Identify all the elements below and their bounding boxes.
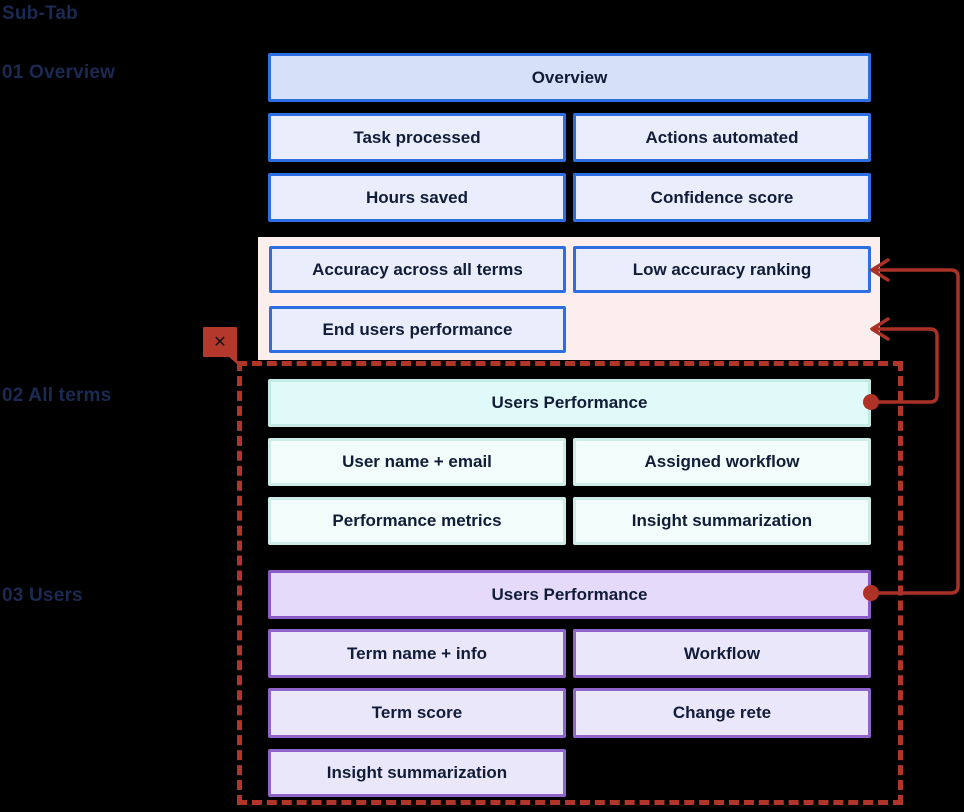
connector-dot-allterms xyxy=(863,394,879,410)
node-confidence-score: Confidence score xyxy=(573,173,871,222)
node-term-score: Term score xyxy=(268,688,566,738)
node-change-rete: Change rete xyxy=(573,688,871,738)
label-01-overview: 01 Overview xyxy=(2,62,116,83)
label-02-all-terms: 02 All terms xyxy=(2,385,112,406)
node-hours-saved: Hours saved xyxy=(268,173,566,222)
label-sub-tab: Sub-Tab xyxy=(2,3,78,24)
node-user-name-email: User name + email xyxy=(268,438,566,486)
node-low-accuracy-ranking: Low accuracy ranking xyxy=(573,246,871,293)
node-task-processed: Task processed xyxy=(268,113,566,162)
label-03-users: 03 Users xyxy=(2,585,83,606)
close-icon: ✕ xyxy=(213,334,227,351)
connector-line-allterms xyxy=(869,327,939,404)
node-accuracy-across-all-terms: Accuracy across all terms xyxy=(269,246,566,293)
node-end-users-performance: End users performance xyxy=(269,306,566,353)
connector-line-users xyxy=(869,268,960,595)
node-insight-summarization-allterms: Insight summarization xyxy=(573,497,871,545)
connector-dot-users xyxy=(863,585,879,601)
node-assigned-workflow: Assigned workflow xyxy=(573,438,871,486)
node-users-performance-users-header: Users Performance xyxy=(268,570,871,619)
node-term-name-info: Term name + info xyxy=(268,629,566,678)
node-users-performance-allterms-header: Users Performance xyxy=(268,379,871,427)
node-workflow: Workflow xyxy=(573,629,871,678)
node-insight-summarization-users: Insight summarization xyxy=(268,749,566,797)
close-button[interactable]: ✕ xyxy=(203,327,237,364)
node-actions-automated: Actions automated xyxy=(573,113,871,162)
node-performance-metrics: Performance metrics xyxy=(268,497,566,545)
node-overview-header: Overview xyxy=(268,53,871,102)
